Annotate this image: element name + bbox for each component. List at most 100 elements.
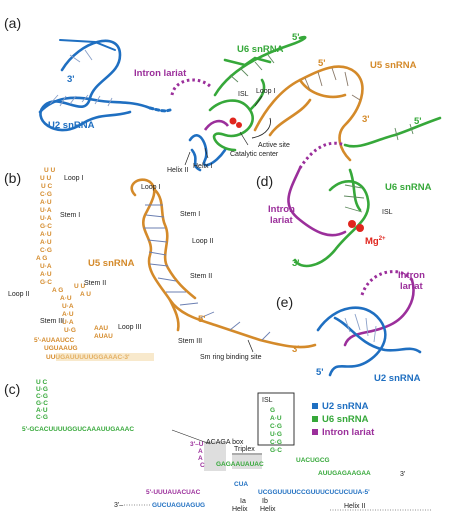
stem-iii-left: Stem III [40, 318, 64, 325]
u2-3prime-c: 3'– [114, 502, 123, 509]
u6-rungs [229, 54, 275, 83]
intron-seq-c: 5'-UUUAUACUAC [146, 489, 201, 496]
svg-text:A·U: A·U [40, 239, 52, 246]
svg-text:A·U: A·U [40, 199, 52, 206]
legend-swatch-intron [312, 429, 318, 435]
stem-ii-left: Stem II [84, 280, 106, 287]
u6-snrna-label-d: U6 snRNA [385, 182, 432, 193]
u6-3prime-d: 3' [292, 258, 300, 269]
sm-site-label: Sm ring binding site [200, 354, 262, 361]
u2-5prime-e: 5' [316, 367, 324, 378]
svg-text:G·C: G·C [270, 447, 282, 454]
svg-text:U·A: U·A [40, 207, 52, 214]
u6-5prime: 5' [292, 32, 300, 43]
intron-arc-d [298, 141, 346, 169]
svg-text:U U: U U [74, 283, 86, 290]
loop-ii-right: Loop II [192, 238, 213, 245]
svg-text:U U: U U [40, 175, 52, 182]
svg-text:U·A: U·A [62, 303, 74, 310]
helix-i-pointer [204, 147, 209, 159]
u6-snrna-structure [208, 35, 307, 152]
u6-5prime-d: 5' [414, 116, 422, 127]
isl-box [257, 392, 295, 446]
svg-text:AUAU: AUAU [94, 333, 113, 340]
loop-iii-right: Loop III [118, 324, 141, 331]
sm-site-highlight [56, 353, 154, 361]
panel-e-label: (e) [276, 294, 293, 310]
intron-label-e-1: Intron [398, 270, 425, 281]
active-site-arrow [251, 117, 271, 139]
u5-seq-5prime: 5'-AUAAUCC [34, 337, 74, 344]
svg-text:A·U: A·U [270, 415, 282, 422]
svg-text:AAU: AAU [94, 325, 108, 332]
u2-structure-e [316, 306, 422, 377]
intron-lariat-segment [203, 119, 230, 131]
u5-snrna-label-b: U5 snRNA [88, 258, 135, 269]
stem-i-left: Stem I [60, 212, 80, 219]
u6-snrna-label: U6 snRNA [237, 44, 284, 55]
u6-rungs-d [343, 123, 414, 213]
intron-branch: 3'–UAA C [190, 441, 205, 469]
svg-text:U·G: U·G [36, 386, 48, 393]
u2-snrna-label-e: U2 snRNA [374, 373, 421, 384]
svg-text:3'–U: 3'–U [190, 441, 204, 448]
svg-text:A U: A U [80, 291, 91, 298]
helix-ii-label: Helix II [167, 167, 188, 174]
u5-3d-structure [130, 178, 317, 349]
u5-3prime-b: 3' [292, 344, 300, 355]
svg-text:C·G: C·G [270, 423, 282, 430]
intron-label-e-2: lariat [400, 281, 424, 292]
loop-ii-left: Loop II [8, 291, 29, 298]
u5-snrna-label: U5 snRNA [370, 60, 417, 71]
u2-snrna-label: U2 snRNA [48, 120, 95, 131]
legend-u2: U2 snRNA [322, 401, 369, 412]
ia-label: Ia [240, 498, 246, 505]
u6-hairpin: U CU·GC·G G·CA·UC·G [36, 379, 48, 421]
helix-label-1: Helix [232, 506, 248, 513]
svg-text:A·U: A·U [40, 231, 52, 238]
u2-rungs [49, 49, 113, 107]
u5-5prime-b: 5' [198, 314, 206, 325]
panel-c: (c) U CU·GC·G G·CA·UC·G 5'-GCACUUUUGGUCA… [4, 379, 432, 513]
panel-e: (e) Intron lariat U2 snRNA 5' [276, 270, 425, 384]
legend-swatch-u2 [312, 403, 318, 409]
u2-bottom-seq: GUCUAGUAGUG [152, 502, 205, 509]
legend-intron: Intron lariat [322, 427, 375, 438]
panel-a: (a) [4, 15, 417, 174]
catalytic-center-pointer [239, 131, 249, 146]
u2-right-seq: UCGGUUUUCCGUUUCUCUCUUA-5' [258, 489, 370, 496]
legend-swatch-u6 [312, 416, 318, 422]
svg-text:U·A: U·A [40, 263, 52, 270]
u6-mid-seq: GAGAAUAUAC [216, 461, 264, 468]
svg-text:U C: U C [41, 183, 53, 190]
u6-3prime-c: 3' [400, 471, 405, 478]
svg-text:U·A: U·A [40, 215, 52, 222]
panel-c-label: (c) [4, 381, 20, 397]
triplex-label: Triplex [234, 446, 255, 453]
u5-secondary-structure: U UU U U CC·GA·U U·AU·AG·C A·UA·UC·G A G… [36, 167, 113, 340]
svg-text:C·G: C·G [40, 247, 52, 254]
svg-text:A·U: A·U [36, 407, 48, 414]
svg-text:A: A [198, 455, 203, 462]
mg-ion-a1 [229, 117, 237, 125]
helix-i-label: Helix I [193, 163, 213, 170]
u2-rungs-e [344, 313, 377, 343]
legend: U2 snRNA U6 snRNA Intron lariat [312, 401, 375, 438]
svg-text:C·G: C·G [270, 439, 282, 446]
svg-text:G·C: G·C [40, 279, 52, 286]
u2-snrna-structure [38, 39, 227, 172]
svg-text:C·G: C·G [40, 191, 52, 198]
u6-right-seq: UACUGCG [296, 457, 330, 464]
svg-text:G·C: G·C [40, 223, 52, 230]
svg-text:G: G [270, 407, 275, 414]
loop-i-right: Loop I [141, 184, 161, 191]
svg-text:C: C [200, 462, 205, 469]
isl-label-a: ISL [238, 91, 249, 98]
helix-ii-label-c: Helix II [344, 503, 365, 510]
svg-text:A·U: A·U [62, 311, 74, 318]
panel-b-label: (b) [4, 170, 21, 186]
helix-label-2: Helix [260, 506, 276, 513]
panel-a-label: (a) [4, 15, 21, 31]
